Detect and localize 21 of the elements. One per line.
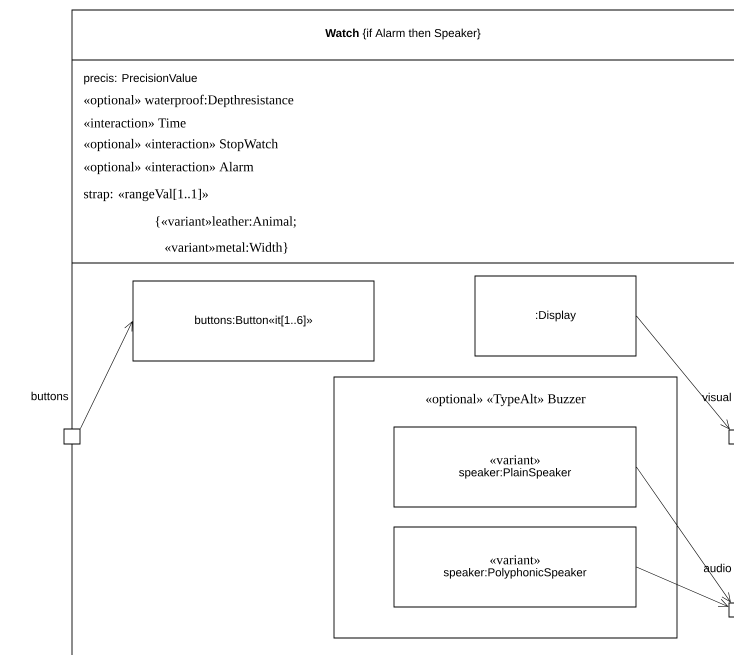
attribute-text: «optional» «interaction» Alarm — [84, 162, 254, 174]
arrow — [80, 321, 133, 429]
port-label: visual — [702, 392, 731, 402]
arrow — [636, 566, 729, 607]
attribute-text: «optional» waterproof:Depthresistance — [84, 94, 294, 108]
attribute-text: «variant»metal:Width} — [165, 242, 288, 254]
attribute-text: {«variant»leather:Animal; — [156, 216, 296, 228]
class-title: Watch {if Alarm then Speaker} — [325, 28, 481, 40]
part-box: :Display — [474, 276, 636, 356]
class-box — [72, 10, 734, 655]
attribute-text: strap: «rangeVal[1..1]» — [84, 188, 208, 202]
port-label: buttons — [32, 392, 68, 400]
port-square — [64, 428, 80, 444]
arrow — [636, 316, 730, 430]
attribute-text: «optional» «interaction» StopWatch — [84, 138, 278, 152]
part-box: «variant» speaker:PlainSpeaker — [394, 426, 636, 508]
attribute-text: «interaction» Time — [84, 118, 186, 128]
part-box: buttons:Button«it[1..6]» — [132, 280, 374, 362]
part-box: «variant» speaker:PolyphonicSpeaker — [394, 526, 636, 608]
attribute-text: precis: PrecisionValue — [84, 74, 197, 84]
arrow — [636, 466, 731, 603]
